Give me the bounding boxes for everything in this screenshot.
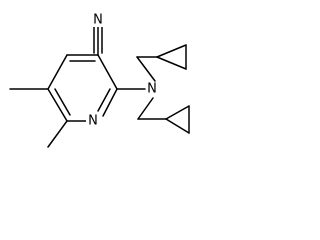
- methyl-bond-c6: [47, 120, 68, 148]
- lower-ring-bond-2: [165, 118, 190, 134]
- nitrile-n-bg: [92, 13, 104, 27]
- lower-ch2-bond: [137, 97, 154, 120]
- molecule-structure: N N N: [9, 13, 190, 148]
- ring-n-label: N: [88, 114, 98, 129]
- upper-ch2-bond: [136, 56, 156, 82]
- ring-bond-c2-c3: [97, 54, 118, 90]
- nitrile-n-label: N: [93, 13, 103, 28]
- amine-n-bg: [146, 82, 159, 96]
- lower-ring-bond-1: [165, 105, 190, 120]
- upper-ring-bond-1: [156, 44, 187, 58]
- upper-ring-bond-2: [156, 56, 187, 70]
- ring-n-bg: [86, 114, 100, 128]
- ring-bond-n1-c2: [102, 88, 118, 117]
- amine-n-label: N: [147, 82, 157, 97]
- ring-bond-c4-c5: [47, 54, 68, 90]
- ring-bond-c5-c6: [47, 88, 68, 122]
- ring-bond-n1-c2-inner: [97, 88, 111, 112]
- ring-bond-c5-c6-inner: [54, 88, 71, 116]
